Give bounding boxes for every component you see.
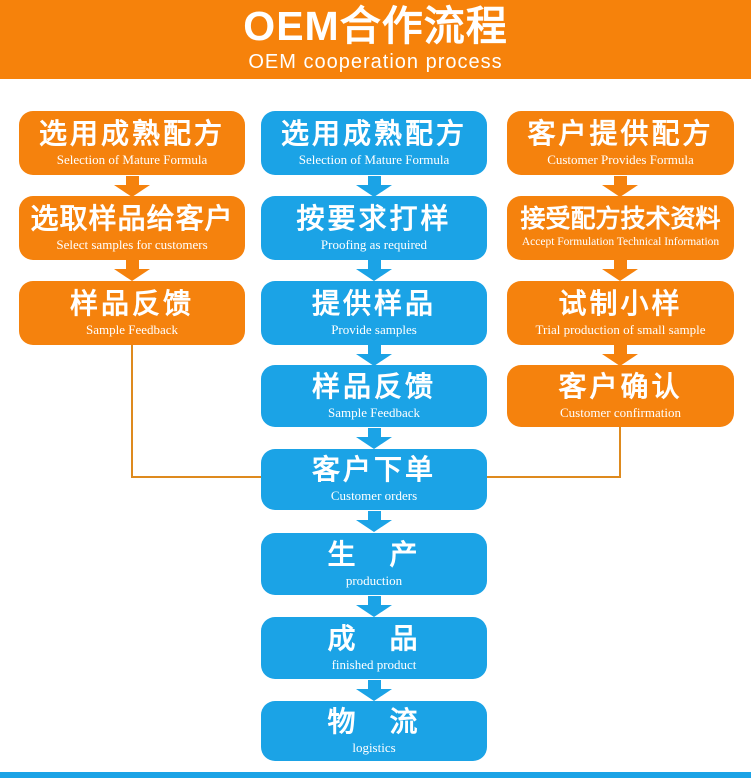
step-subtitle-en: production xyxy=(345,572,403,588)
step-subtitle-en: Trial production of small sample xyxy=(535,321,706,337)
connector-right-horizontal xyxy=(487,476,621,478)
step-title-zh: 样品反馈 xyxy=(69,287,194,319)
step-subtitle-en: Provide samples xyxy=(331,321,417,337)
arrow-down-icon xyxy=(114,176,150,197)
arrow-down-icon xyxy=(356,596,392,617)
step-title-zh: 试制小样 xyxy=(558,287,683,319)
step-subtitle-en: Selection of Mature Formula xyxy=(56,151,208,167)
arrow-down-icon xyxy=(602,260,638,281)
step-title-zh: 客户提供配方 xyxy=(527,117,714,149)
step-sample-feedback-left: 样品反馈 Sample Feedback xyxy=(19,281,245,345)
step-title-zh: 选用成熟配方 xyxy=(38,117,225,149)
step-production: 生 产 production xyxy=(261,533,487,595)
bottom-divider-bar xyxy=(0,772,751,778)
step-title-zh: 成 品 xyxy=(327,622,421,654)
arrow-down-icon xyxy=(356,428,392,449)
step-accept-formulation-technical-information: 接受配方技术资料 Accept Formulation Technical In… xyxy=(507,196,734,260)
step-sample-feedback-mid: 样品反馈 Sample Feedback xyxy=(261,365,487,427)
step-title-zh: 物 流 xyxy=(327,705,421,737)
arrow-down-icon xyxy=(356,176,392,197)
step-customer-provides-formula: 客户提供配方 Customer Provides Formula xyxy=(507,111,734,175)
arrow-down-icon xyxy=(114,260,150,281)
arrow-down-icon xyxy=(356,345,392,366)
arrow-down-icon xyxy=(602,176,638,197)
page-title: OEM合作流程 xyxy=(243,3,508,50)
step-trial-production-of-small-sample: 试制小样 Trial production of small sample xyxy=(507,281,734,345)
step-title-zh: 生 产 xyxy=(327,538,421,570)
arrow-down-icon xyxy=(356,260,392,281)
step-title-zh: 接受配方技术资料 xyxy=(520,205,721,234)
step-customer-orders: 客户下单 Customer orders xyxy=(261,449,487,510)
header-banner: OEM合作流程 OEM cooperation process xyxy=(0,0,751,79)
step-subtitle-en: Select samples for customers xyxy=(56,236,208,252)
step-title-zh: 客户下单 xyxy=(311,454,436,486)
step-title-zh: 选取样品给客户 xyxy=(30,202,234,234)
step-title-zh: 客户确认 xyxy=(558,370,683,402)
arrow-down-icon xyxy=(356,511,392,532)
step-subtitle-en: Selection of Mature Formula xyxy=(298,151,450,167)
step-provide-samples: 提供样品 Provide samples xyxy=(261,281,487,345)
step-subtitle-en: Customer orders xyxy=(330,488,418,504)
arrow-down-icon xyxy=(356,680,392,701)
step-proofing-as-required: 按要求打样 Proofing as required xyxy=(261,196,487,260)
step-subtitle-en: logistics xyxy=(352,739,396,755)
page-subtitle: OEM cooperation process xyxy=(248,50,503,73)
step-subtitle-en: Customer Provides Formula xyxy=(547,151,694,167)
step-selection-of-mature-formula: 选用成熟配方 Selection of Mature Formula xyxy=(19,111,245,175)
connector-left-horizontal xyxy=(131,476,261,478)
step-title-zh: 提供样品 xyxy=(311,287,436,319)
step-title-zh: 样品反馈 xyxy=(311,370,436,402)
connector-left-vertical xyxy=(131,345,133,478)
arrow-down-icon xyxy=(602,345,638,366)
step-customer-confirmation: 客户确认 Customer confirmation xyxy=(507,365,734,427)
step-subtitle-en: finished product xyxy=(331,656,417,672)
step-subtitle-en: Accept Formulation Technical Information xyxy=(521,235,720,248)
step-subtitle-en: Sample Feedback xyxy=(327,404,421,420)
step-finished-product: 成 品 finished product xyxy=(261,617,487,679)
step-logistics: 物 流 logistics xyxy=(261,701,487,761)
step-title-zh: 选用成熟配方 xyxy=(280,117,467,149)
step-select-samples-for-customers: 选取样品给客户 Select samples for customers xyxy=(19,196,245,260)
connector-right-vertical xyxy=(619,427,621,478)
step-subtitle-en: Customer confirmation xyxy=(560,404,681,420)
step-subtitle-en: Proofing as required xyxy=(320,236,428,252)
step-selection-of-mature-formula-mid: 选用成熟配方 Selection of Mature Formula xyxy=(261,111,487,175)
step-title-zh: 按要求打样 xyxy=(296,202,452,234)
step-subtitle-en: Sample Feedback xyxy=(85,321,179,337)
